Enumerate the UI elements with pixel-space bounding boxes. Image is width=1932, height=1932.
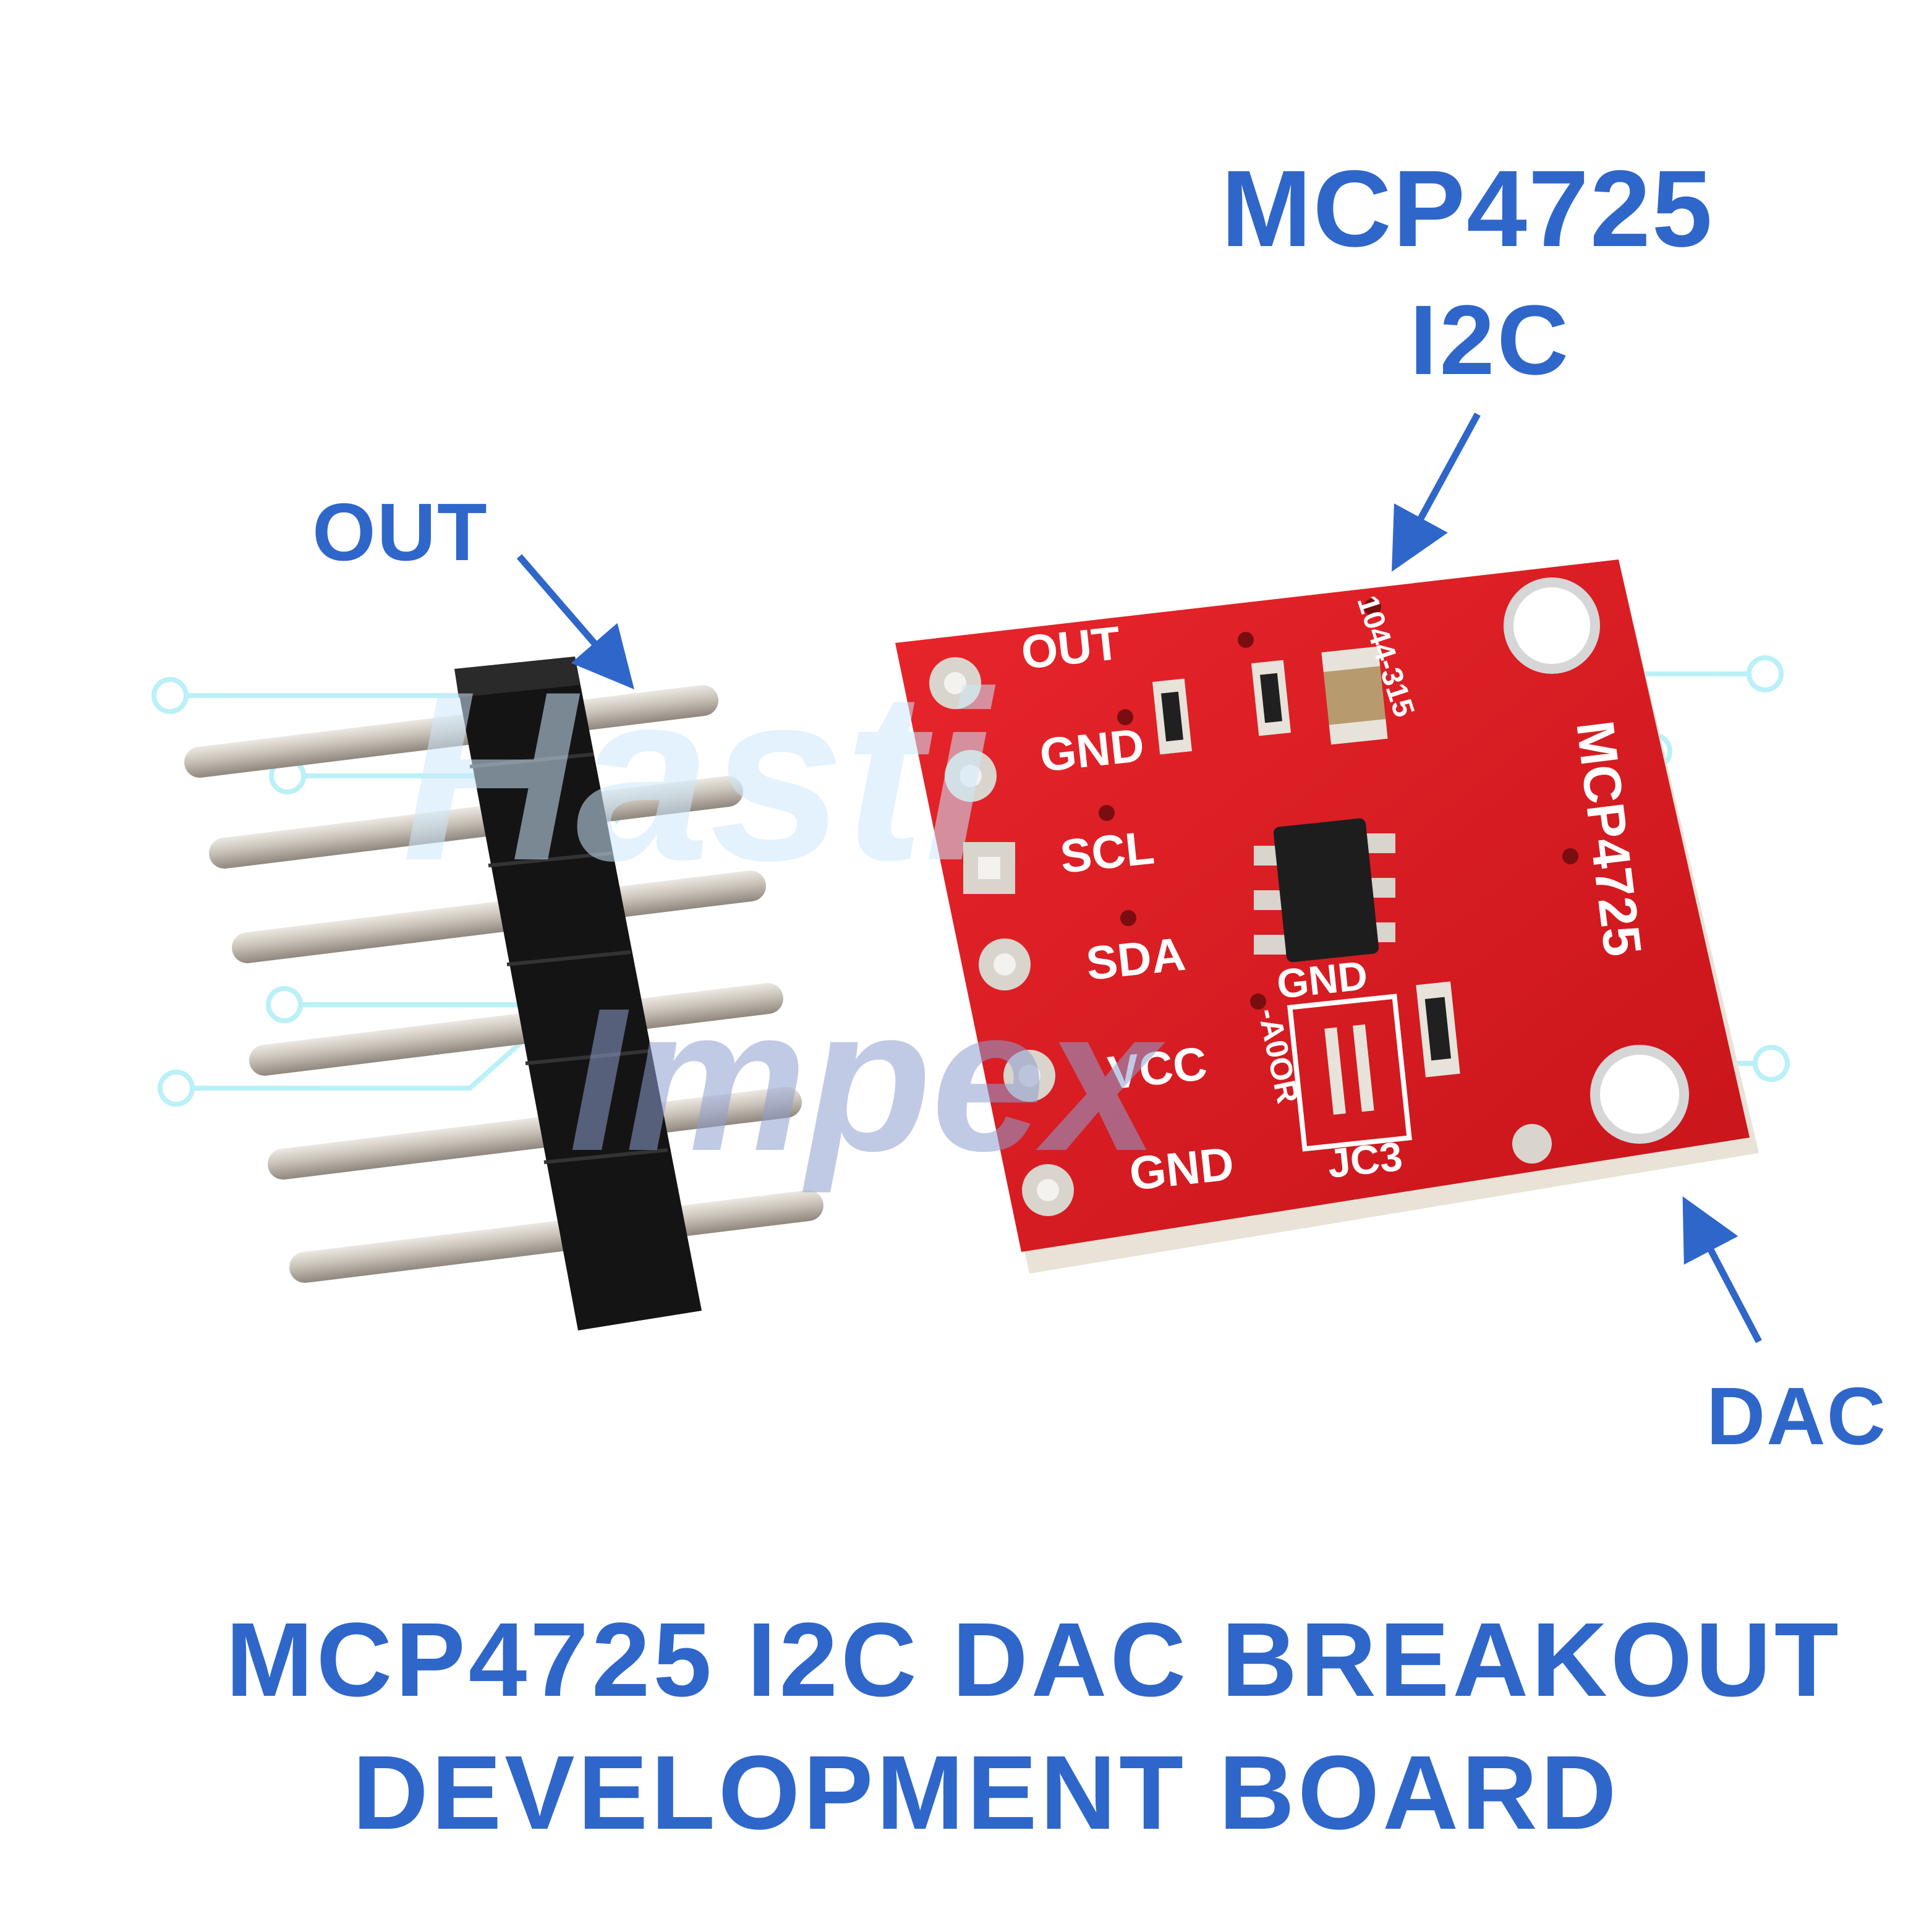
pin-label-vcc: VCC	[1105, 1037, 1209, 1100]
arrow-icon	[1392, 412, 1481, 572]
watermark-line-1: Hasti	[402, 641, 996, 911]
vias	[1099, 598, 1578, 1010]
header-pin	[249, 983, 783, 1076]
part-number-label: MCP4725	[1221, 148, 1714, 270]
header-pin	[268, 1087, 802, 1180]
out-callout-label: OUT	[312, 487, 488, 577]
pin-label-gnd: GND	[1037, 719, 1147, 782]
arrow-icon	[516, 554, 634, 689]
caption-line-1: MCP4725 I2C DAC BREAKOUT	[226, 1601, 1842, 1719]
bus-label: I2C	[1410, 284, 1571, 395]
header-pin	[209, 776, 743, 869]
caption-line-2: DEVELOPMENT BOARD	[352, 1734, 1620, 1852]
smd-components	[1152, 646, 1460, 1152]
dac-chip	[1254, 818, 1395, 963]
jumper-ref: JC3	[1326, 1133, 1405, 1186]
header-pin	[232, 870, 766, 963]
watermark: Hasti Impex	[402, 641, 1166, 1194]
pin-label-gnd-2: GND	[1127, 1138, 1236, 1201]
dac-callout-label: DAC	[1706, 1371, 1887, 1462]
pin-label-sda: SDA	[1084, 928, 1188, 990]
pin-label-scl: SCL	[1058, 821, 1157, 883]
dac-breakout-board: OUT GND SCL SDA VCC GND	[895, 560, 1759, 1274]
arrow-icon	[1682, 1196, 1762, 1343]
pin-labels: OUT GND SCL SDA VCC GND	[1019, 617, 1236, 1201]
header-body	[454, 657, 702, 1330]
pin-label-out: OUT	[1019, 617, 1123, 679]
watermark-line-2: Impex	[569, 965, 1166, 1194]
board-pads	[929, 657, 1074, 1216]
header-pin	[289, 1190, 823, 1283]
pin-header	[184, 657, 823, 1330]
address-gnd-label: GND	[1275, 952, 1370, 1007]
